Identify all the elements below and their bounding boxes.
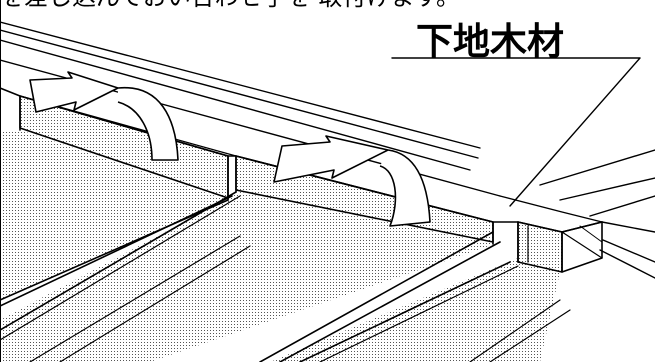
curved-arrow-icon xyxy=(29,71,179,161)
instruction-caption: を差し込んでおい合わせ手を 取付けます。 xyxy=(0,0,460,10)
label-leader-line xyxy=(391,57,641,207)
board-surface-left xyxy=(0,130,228,300)
batten-label: 下地木材 xyxy=(416,20,564,63)
board-surface-center xyxy=(0,192,495,362)
curved-arrow-icon xyxy=(273,135,431,227)
board-surface-right xyxy=(270,258,560,362)
